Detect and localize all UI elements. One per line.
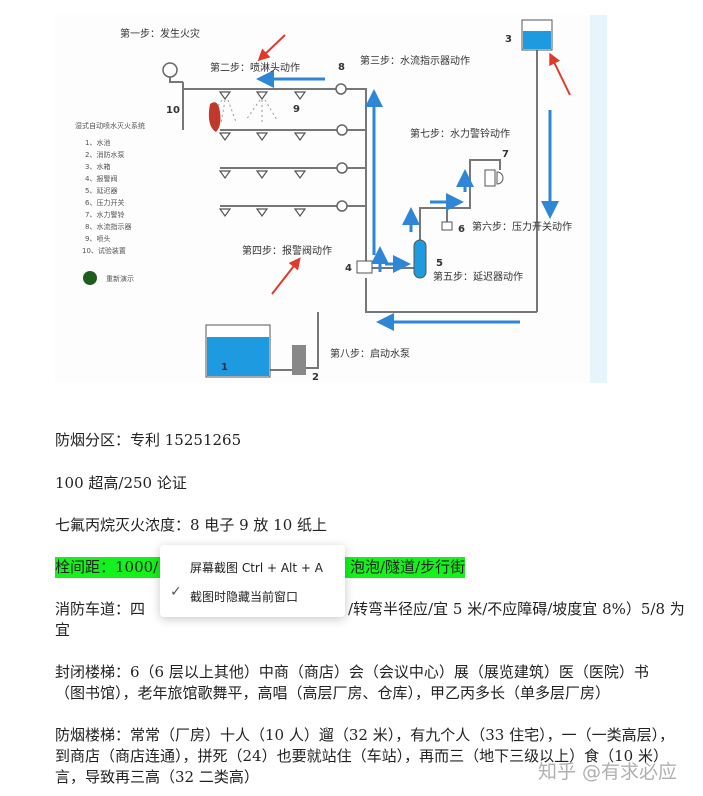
pointer-arrows xyxy=(257,34,571,295)
svg-text:湿式自动喷水灭火系统: 湿式自动喷水灭火系统 xyxy=(75,121,145,130)
replay-button[interactable]: 重新演示 xyxy=(106,274,134,283)
step-8: 第八步：启动水泵 xyxy=(330,347,410,360)
step-5: 第五步：延迟器动作 xyxy=(433,270,523,283)
pump-icon xyxy=(292,345,306,375)
menu-item-screenshot[interactable]: 屏幕截图 Ctrl + Alt + A xyxy=(190,561,323,575)
label-1: 1 xyxy=(221,362,228,373)
label-2: 2 xyxy=(312,372,319,383)
step-2: 第二步：喷淋头动作 xyxy=(210,61,300,74)
svg-text:2、消防水泵: 2、消防水泵 xyxy=(85,150,124,159)
highlight-text-end: 泡泡/隧道/步行街 xyxy=(350,558,466,576)
label-4: 4 xyxy=(345,263,352,274)
sprinkler-system-diagram: 第一步：发生火灾 第二步：喷淋头动作 第三步：水流指示器动作 第四步：报警阀动作… xyxy=(55,15,607,383)
step-1: 第一步：发生火灾 xyxy=(120,27,200,40)
label-6: 6 xyxy=(458,224,465,235)
diagram-svg: 第一步：发生火灾 第二步：喷淋头动作 第三步：水流指示器动作 第四步：报警阀动作… xyxy=(75,15,607,383)
fire-icon xyxy=(208,102,221,132)
step-4: 第四步：报警阀动作 xyxy=(242,244,332,257)
alarm-bell xyxy=(484,169,496,187)
text-line: 七氟丙烷灭火浓度：8 电子 9 放 10 纸上 xyxy=(55,516,328,534)
sprinkler-heads xyxy=(218,91,307,218)
delay-chamber xyxy=(413,239,427,279)
step-3: 第三步：水流指示器动作 xyxy=(360,54,470,67)
flow-arrows xyxy=(256,70,559,331)
svg-text:9、喷头: 9、喷头 xyxy=(85,234,110,243)
text-line: 100 超高/250 论证 xyxy=(55,474,187,492)
screenshot-context-menu: 屏幕截图 Ctrl + Alt + A ✓ 截图时隐藏当前窗口 xyxy=(160,545,345,617)
step-7: 第七步：水力警铃动作 xyxy=(410,127,510,140)
legend: 湿式自动喷水灭火系统 1、水池 2、消防水泵 3、水箱 4、报警阀 5、延迟器 … xyxy=(75,121,145,285)
svg-text:5、延迟器: 5、延迟器 xyxy=(85,186,117,195)
spray xyxy=(207,99,278,125)
gauge-icon xyxy=(162,62,178,78)
text-line: 防烟楼梯：常常（厂房）十人（10 人）遛（32 米），有九个人（33 住宅），一… xyxy=(55,726,675,744)
svg-text:10、试验装置: 10、试验装置 xyxy=(82,246,126,255)
svg-text:3、水箱: 3、水箱 xyxy=(85,162,110,171)
highlight-text-start: 栓间距：1000/ xyxy=(55,558,159,576)
label-9: 9 xyxy=(293,104,300,115)
text-line: 消防车道：四 /转弯半径应/宜 5 米/不应障碍/坡度宜 8%）5/8 为 xyxy=(55,599,685,620)
label-3: 3 xyxy=(505,34,512,45)
svg-text:7、水力警铃: 7、水力警铃 xyxy=(85,210,124,219)
label-8: 8 xyxy=(338,62,345,73)
pool-1 xyxy=(207,337,269,376)
text-line: 防烟分区：专利 15251265 xyxy=(55,431,242,449)
step-6: 第六步：压力开关动作 xyxy=(472,220,572,233)
text-line: 封闭楼梯：6（6 层以上其他）中商（商店）会（会议中心）展（展览建筑）医（医院）… xyxy=(55,663,649,681)
text-fragment: 消防车道：四 xyxy=(55,600,146,618)
text-line: 宜 xyxy=(55,621,71,639)
watermark: 知乎 @有求必应 xyxy=(538,761,678,783)
text-fragment: /转弯半径应/宜 5 米/不应障碍/坡度宜 8%）5/8 为 xyxy=(348,600,685,618)
text-line: 言，导致再三高（32 二类高） xyxy=(55,768,259,786)
svg-text:8、水流指示器: 8、水流指示器 xyxy=(85,222,131,231)
pressure-switch xyxy=(441,221,453,231)
checkmark-icon: ✓ xyxy=(170,584,182,600)
alarm-valve xyxy=(356,260,373,274)
replay-button-icon xyxy=(83,271,97,285)
svg-text:4、报警阀: 4、报警阀 xyxy=(85,174,117,183)
label-10: 10 xyxy=(166,105,180,116)
tank-3 xyxy=(523,31,551,49)
text-line: 到商店（商店连通），拼死（24）也要就站住（车站），再而三（地下三级以上）食（1… xyxy=(55,747,668,765)
svg-text:6、压力开关: 6、压力开关 xyxy=(85,198,124,207)
label-5: 5 xyxy=(436,258,443,269)
svg-text:1、水池: 1、水池 xyxy=(85,138,110,147)
menu-item-hide-window[interactable]: 截图时隐藏当前窗口 xyxy=(190,590,299,604)
text-line: （图书馆），老年旅馆歌舞平，高唱（高层厂房、仓库），甲乙丙多长（单多层厂房） xyxy=(55,684,611,702)
label-7: 7 xyxy=(502,149,509,160)
